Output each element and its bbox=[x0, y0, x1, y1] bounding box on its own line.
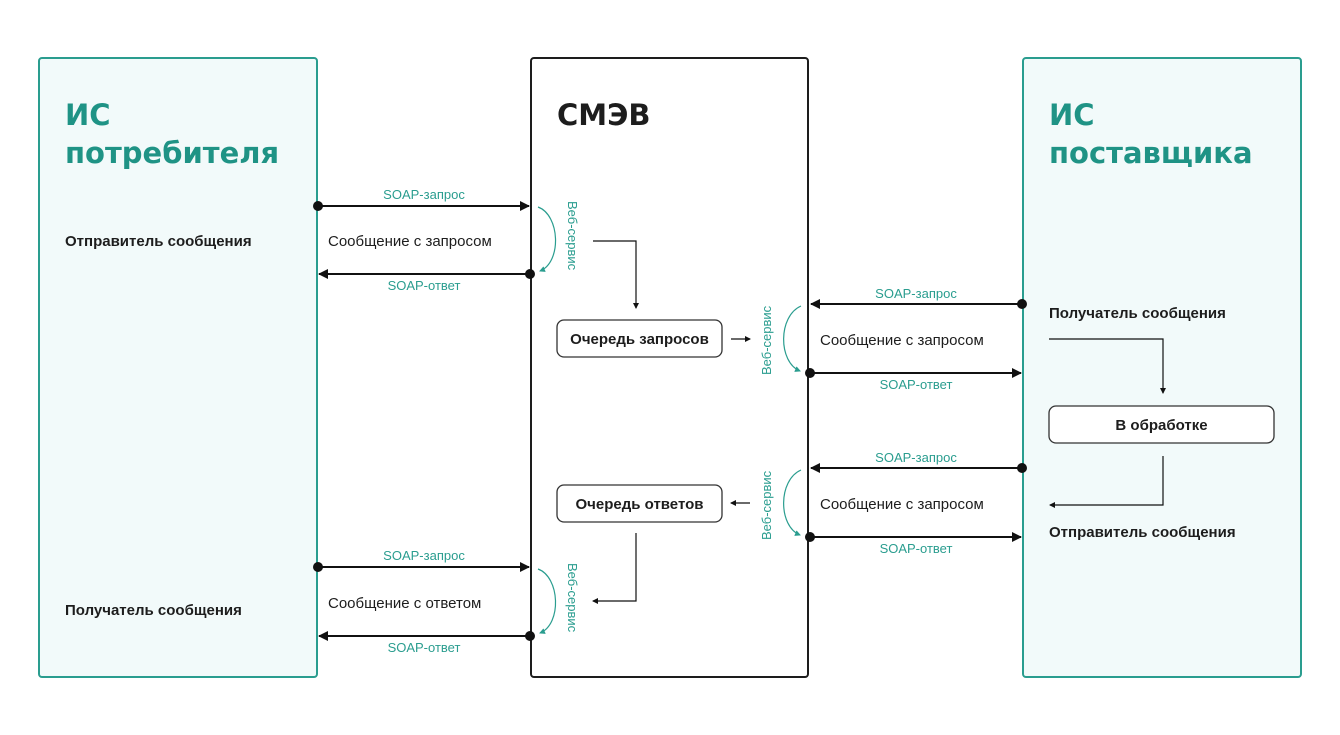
provider-receiver-label: Получатель сообщения bbox=[1049, 305, 1226, 322]
web-service-label: Веб-сервис bbox=[565, 201, 580, 271]
soap-request-label: SOAP-запрос bbox=[383, 548, 465, 563]
endpoint-dot bbox=[525, 269, 535, 279]
endpoint-dot bbox=[313, 562, 323, 572]
consumer-sender-label: Отправитель сообщения bbox=[65, 233, 252, 250]
provider-title-line2: поставщика bbox=[1049, 136, 1253, 170]
response-queue-box bbox=[556, 484, 723, 523]
flow-arrow-from-processing bbox=[1049, 456, 1164, 508]
web-service-loop bbox=[537, 568, 557, 634]
exchange-provider-request: SOAP-запрос Сообщение с запросом SOAP-от… bbox=[759, 286, 1027, 392]
web-service-label: Веб-сервис bbox=[759, 470, 774, 540]
consumer-title-line1: ИС bbox=[65, 98, 111, 132]
endpoint-dot bbox=[805, 532, 815, 542]
processing-box bbox=[1048, 405, 1275, 444]
soap-response-label: SOAP-ответ bbox=[880, 541, 953, 556]
message-label: Сообщение с запросом bbox=[820, 496, 984, 513]
endpoint-dot bbox=[525, 631, 535, 641]
request-queue-label: Очередь запросов bbox=[570, 331, 709, 348]
soap-response-label: SOAP-ответ bbox=[388, 278, 461, 293]
processing-label: В обработке bbox=[1115, 417, 1207, 434]
web-service-loop bbox=[783, 305, 802, 372]
exchange-consumer-request: SOAP-запрос Сообщение с запросом SOAP-от… bbox=[313, 187, 580, 293]
soap-request-label: SOAP-запрос bbox=[875, 286, 957, 301]
message-label: Сообщение с запросом bbox=[820, 332, 984, 349]
endpoint-dot bbox=[1017, 463, 1027, 473]
consumer-panel: ИС потребителя Отправитель сообщения Пол… bbox=[38, 57, 318, 678]
provider-panel: ИС поставщика Получатель сообщения В обр… bbox=[1022, 57, 1302, 678]
provider-title-line1: ИС bbox=[1049, 98, 1095, 132]
flow-arrow-response-queue-out bbox=[592, 533, 637, 604]
message-label: Сообщение с запросом bbox=[328, 233, 492, 250]
web-service-loop bbox=[783, 469, 802, 536]
smev-panel: СМЭВ Очередь запросов Очередь ответов bbox=[530, 57, 809, 678]
flow-arrow-to-request-queue bbox=[593, 240, 639, 309]
provider-sender-label: Отправитель сообщения bbox=[1049, 524, 1236, 541]
smev-title: СМЭВ bbox=[557, 98, 651, 132]
response-queue-label: Очередь ответов bbox=[576, 496, 704, 513]
message-label: Сообщение с ответом bbox=[328, 595, 481, 612]
consumer-title-line2: потребителя bbox=[65, 136, 279, 170]
soap-request-label: SOAP-запрос bbox=[875, 450, 957, 465]
soap-response-label: SOAP-ответ bbox=[388, 640, 461, 655]
exchange-provider-response: SOAP-запрос Сообщение с запросом SOAP-от… bbox=[759, 450, 1027, 556]
web-service-label: Веб-сервис bbox=[759, 305, 774, 375]
exchange-consumer-response: SOAP-запрос Сообщение с ответом SOAP-отв… bbox=[313, 548, 580, 655]
endpoint-dot bbox=[1017, 299, 1027, 309]
request-queue-box bbox=[556, 319, 723, 358]
endpoint-dot bbox=[805, 368, 815, 378]
soap-request-label: SOAP-запрос bbox=[383, 187, 465, 202]
web-service-loop bbox=[537, 206, 557, 272]
web-service-label: Веб-сервис bbox=[565, 563, 580, 633]
soap-response-label: SOAP-ответ bbox=[880, 377, 953, 392]
endpoint-dot bbox=[313, 201, 323, 211]
consumer-receiver-label: Получатель сообщения bbox=[65, 602, 242, 619]
flow-arrow-to-processing bbox=[1049, 338, 1166, 394]
